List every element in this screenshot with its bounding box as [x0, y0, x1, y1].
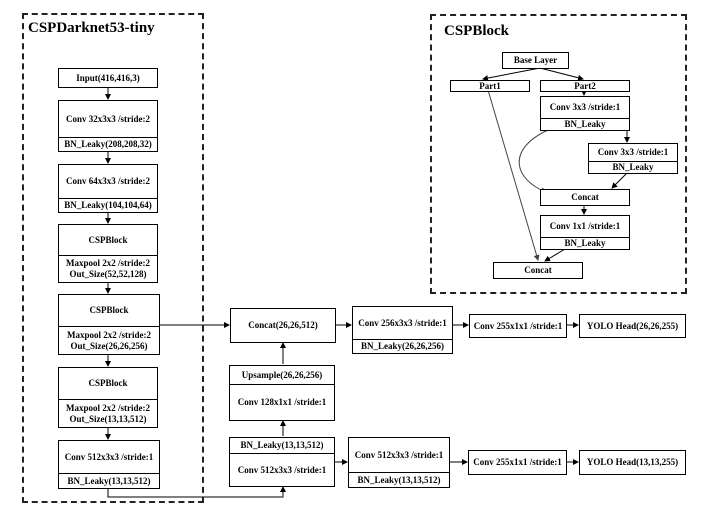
- concat-26-label: Concat(26,26,512): [248, 320, 318, 330]
- head13-conv512-box: Conv 512x3x3 /stride:1 BN_Leaky(13,13,51…: [348, 437, 450, 488]
- cspblock-2-label: CSPBlock: [89, 305, 129, 315]
- head13-conv255-box: Conv 255x1x1 /stride:1: [468, 450, 567, 475]
- cspblock-3-pool-label: Maxpool 2x2 /stride:2: [66, 402, 150, 413]
- cspblock-1-size-label: Out_Size(52,52,128): [69, 269, 147, 279]
- conv32-output-label: BN_Leaky(208,208,32): [59, 137, 157, 151]
- csp-conv-c-box: Conv 1x1 /stride:1 BN_Leaky: [540, 215, 630, 250]
- input-layer-label: Input(416,416,3): [76, 72, 140, 83]
- cspblock-frame: [430, 14, 687, 294]
- head26-conv256-output-label: BN_Leaky(26,26,256): [353, 339, 452, 353]
- cspblock-2-box: CSPBlock Maxpool 2x2 /stride:2 Out_Size(…: [58, 294, 160, 355]
- head26-conv255-box: Conv 255x1x1 /stride:1: [469, 314, 567, 338]
- conv512-backbone-label: Conv 512x3x3 /stride:1: [64, 451, 154, 462]
- upsample-label: Upsample(26,26,256): [241, 369, 323, 380]
- csp-conv-a-output-label: BN_Leaky: [541, 118, 629, 130]
- csp-concat-inner-label: Concat: [571, 192, 599, 202]
- neck-conv512-label: Conv 512x3x3 /stride:1: [230, 453, 334, 486]
- head13-conv512-output-label: BN_Leaky(13,13,512): [349, 472, 449, 487]
- conv32-box: Conv 32x3x3 /stride:2 BN_Leaky(208,208,3…: [58, 100, 158, 152]
- csp-conv-a-box: Conv 3x3 /stride:1 BN_Leaky: [540, 96, 630, 131]
- yolo-head-13-label: YOLO Head(13,13,255): [586, 457, 679, 467]
- csp-conv-c-output-label: BN_Leaky: [541, 237, 629, 249]
- conv64-box: Conv 64x3x3 /stride:2 BN_Leaky(104,104,6…: [58, 164, 158, 213]
- cspblock-2-size-label: Out_Size(26,26,256): [70, 340, 148, 351]
- csp-part1-box: Part1: [450, 80, 530, 92]
- concat-26-box: Concat(26,26,512): [230, 308, 336, 343]
- cspblock-3-box: CSPBlock Maxpool 2x2 /stride:2 Out_Size(…: [58, 367, 158, 428]
- conv64-label: Conv 64x3x3 /stride:2: [66, 176, 150, 186]
- cspblock-1-box: CSPBlock Maxpool 2x2 /stride:2 Out_Size(…: [58, 224, 158, 283]
- neck-conv512-box: BN_Leaky(13,13,512) Conv 512x3x3 /stride…: [229, 437, 335, 487]
- csp-part2-label: Part2: [574, 80, 596, 91]
- csp-conv-a-label: Conv 3x3 /stride:1: [549, 102, 621, 112]
- head26-conv256-label: Conv 256x3x3 /stride:1: [358, 317, 447, 328]
- cspblock-2-pool-label: Maxpool 2x2 /stride:2: [67, 329, 151, 340]
- csp-part1-label: Part1: [479, 80, 501, 91]
- backbone-frame: [22, 13, 204, 503]
- cspblock-1-pool-label: Maxpool 2x2 /stride:2: [66, 258, 150, 268]
- csp-conv-b-box: Conv 3x3 /stride:1 BN_Leaky: [588, 143, 678, 174]
- backbone-title: CSPDarknet53-tiny: [28, 20, 155, 36]
- cspblock-3-label: CSPBlock: [88, 378, 128, 388]
- upsample-box: Upsample(26,26,256) Conv 128x1x1 /stride…: [229, 365, 335, 421]
- csp-concat-outer-label: Concat: [524, 265, 552, 275]
- cspblock-3-size-label: Out_Size(13,13,512): [69, 413, 147, 424]
- csp-conv-c-label: Conv 1x1 /stride:1: [549, 221, 621, 231]
- csp-base-layer-box: Base Layer: [502, 52, 569, 69]
- cspblock-title: CSPBlock: [444, 23, 510, 39]
- yolo-head-13-box: YOLO Head(13,13,255): [579, 450, 686, 475]
- yolo-head-26-label: YOLO Head(26,26,255): [586, 320, 679, 331]
- csp-part2-box: Part2: [540, 80, 630, 92]
- input-layer-box: Input(416,416,3): [58, 68, 158, 88]
- conv512-backbone-box: Conv 512x3x3 /stride:1 BN_Leaky(13,13,51…: [58, 440, 160, 489]
- head13-conv512-label: Conv 512x3x3 /stride:1: [354, 449, 444, 460]
- cspblock-3-output: Maxpool 2x2 /stride:2 Out_Size(13,13,512…: [59, 399, 157, 427]
- cspblock-1-label: CSPBlock: [88, 234, 128, 245]
- csp-concat-outer-box: Concat: [493, 262, 583, 279]
- yolo-head-26-box: YOLO Head(26,26,255): [579, 314, 686, 338]
- cspblock-2-output: Maxpool 2x2 /stride:2 Out_Size(26,26,256…: [59, 326, 159, 354]
- cspblock-1-output: Maxpool 2x2 /stride:2 Out_Size(52,52,128…: [59, 255, 157, 282]
- conv64-output-label: BN_Leaky(104,104,64): [59, 198, 157, 212]
- csp-concat-inner-box: Concat: [540, 189, 630, 206]
- csp-base-layer-label: Base Layer: [513, 55, 558, 65]
- conv32-label: Conv 32x3x3 /stride:2: [66, 113, 150, 124]
- head26-conv255-label: Conv 255x1x1 /stride:1: [473, 320, 563, 331]
- neck-bn-leaky-label: BN_Leaky(13,13,512): [240, 440, 324, 450]
- csp-conv-b-output-label: BN_Leaky: [589, 161, 677, 173]
- conv512-backbone-output-label: BN_Leaky(13,13,512): [59, 473, 159, 488]
- csp-conv-b-label: Conv 3x3 /stride:1: [597, 147, 669, 157]
- conv128-label: Conv 128x1x1 /stride:1: [230, 384, 334, 420]
- head13-conv255-label: Conv 255x1x1 /stride:1: [473, 457, 562, 467]
- head26-conv256-box: Conv 256x3x3 /stride:1 BN_Leaky(26,26,25…: [352, 306, 453, 354]
